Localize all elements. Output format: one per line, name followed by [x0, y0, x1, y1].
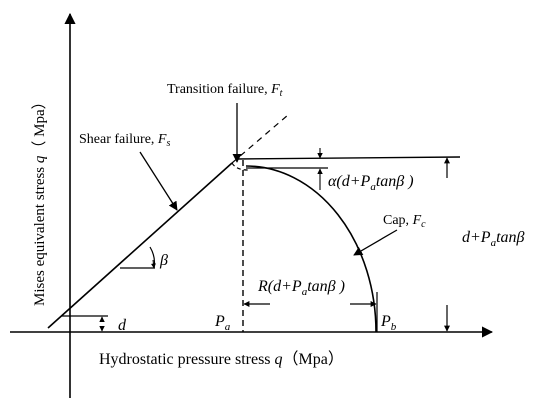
r-expression-label: R(d+Patanβ )	[257, 278, 345, 298]
pa-label: Pa	[214, 313, 231, 333]
d-label: d	[118, 317, 127, 334]
shear-failure-line	[47, 162, 233, 329]
d-plus-pa-tanbeta-label: d+Patanβ	[462, 229, 525, 249]
cap-label: Cap, Fc	[383, 213, 426, 230]
y-axis-title: Mises equivalent stress q（ Mpa）	[31, 94, 48, 306]
beta-arc-arrow	[150, 259, 156, 269]
x-axis-title: Hydrostatic pressure stress q（Mpa）	[99, 350, 344, 368]
shear-pointer-arrow	[139, 151, 178, 211]
cap-curve	[245, 165, 377, 333]
transition-failure-label: Transition failure, Ft	[167, 82, 283, 99]
top-reference-line	[235, 156, 461, 160]
pb-label: Pb	[380, 313, 397, 333]
cap-pointer-arrow	[353, 229, 398, 256]
beta-label: β	[159, 252, 168, 269]
shear-failure-label: Shear failure, Fs	[79, 132, 170, 149]
shear-extension-dashed	[231, 114, 289, 164]
transition-curve-dashed	[231, 162, 249, 171]
alpha-expression-label: α(d+Patanβ )	[328, 173, 414, 193]
